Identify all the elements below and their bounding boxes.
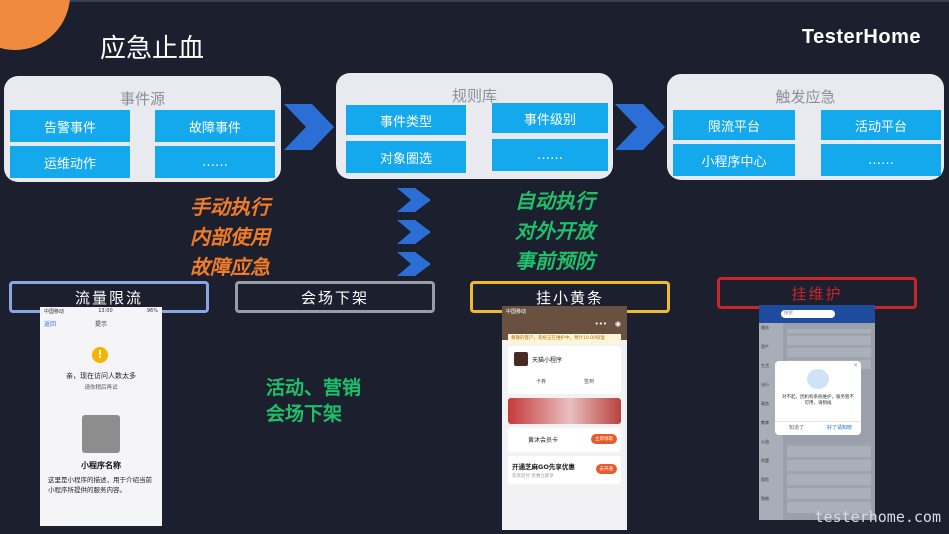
cell-rate-limit-platform: 限流平台 — [673, 110, 795, 140]
back-button[interactable]: 返回 — [44, 321, 57, 328]
slide-title: 应急止血 — [100, 34, 205, 64]
retry-message: 请你稍后再试 — [84, 385, 118, 391]
more-icon[interactable]: ••• — [594, 320, 607, 328]
phone-yellow-bar: 中国移动 ◉ ••• 尊敬的客户，系统正在维护中，预计10:00恢复 天猫小程序… — [502, 306, 627, 530]
cell-alarm-event: 告警事件 — [10, 110, 130, 142]
service-list — [787, 443, 871, 513]
member-card: 黄沐会员卡 立即领取 — [508, 428, 621, 452]
cell-event-type: 事件类型 — [346, 105, 466, 135]
cell-activity-platform: 活动平台 — [821, 110, 941, 140]
annotation-line: 自动执行 — [515, 189, 595, 213]
cell-ops-action: 运维动作 — [10, 146, 130, 178]
app-header: 搜索 — [759, 305, 875, 323]
tag-venue-takedown: 会场下架 — [235, 281, 435, 313]
app-description: 这里是小程序的描述，用于介绍当前小程序所提供的服务内容。 — [48, 476, 152, 494]
claim-button[interactable]: 立即领取 — [591, 434, 617, 444]
annotation-line: 对外开放 — [515, 219, 595, 243]
busy-message: 亲，现在访问人数太多 — [66, 372, 136, 380]
app-card: 天猫小程序 卡券 签到 — [508, 346, 621, 394]
close-icon[interactable]: × — [852, 362, 858, 369]
chevron-right-icon — [284, 104, 334, 150]
annotation-line: 故障应急 — [190, 255, 270, 279]
maintenance-popup: × 对不起，因机构系统维护，服务暂不可用，请稍候 知道了 好了请知晓 — [775, 361, 861, 435]
notice-bar: 尊敬的客户，系统正在维护中，预计10:00恢复 — [508, 334, 621, 344]
chevron-right-icon — [397, 220, 431, 244]
top-border — [0, 0, 949, 2]
popup-buttons: 知道了 好了请知晓 — [775, 421, 861, 435]
checkin-button[interactable]: 签到 — [584, 379, 595, 385]
annotation-line: 会场下架 — [266, 403, 343, 425]
cell-fault-event: 故障事件 — [155, 110, 275, 142]
chevron-right-icon — [397, 188, 431, 212]
auto-annotation: 自动执行 对外开放 事前预防 — [515, 186, 595, 276]
close-icon[interactable]: ◉ — [614, 320, 621, 328]
annotation-line: 事前预防 — [515, 249, 595, 273]
panel-title: 事件源 — [119, 90, 165, 108]
corner-decoration — [0, 0, 70, 50]
annotation-line: 手动执行 — [190, 195, 270, 219]
banner-image — [508, 398, 621, 424]
annotation-line: 活动、营销 — [266, 377, 362, 399]
activate-button[interactable]: 去开通 — [595, 464, 617, 474]
coupon-button[interactable]: 卡券 — [536, 379, 547, 385]
warning-icon: ! — [92, 347, 108, 363]
nav-bar: 返回 提示 — [40, 317, 162, 329]
panel-title: 规则库 — [451, 87, 497, 105]
promo-card: 开通芝麻GO先享优惠 先享后付 优惠立即享 去开通 — [508, 456, 621, 484]
app-logo — [514, 352, 528, 366]
confirm-button[interactable]: 好了请知晓 — [826, 425, 852, 431]
phone-maintenance: 搜索 服务 资产 生活 出行 政务 教育 公益 财富 保险 购物 × 对不起，因… — [759, 305, 875, 520]
status-bar: 中国移动 13:00 96% — [44, 308, 158, 315]
activity-annotation: 活动、营销 会场下架 — [266, 375, 361, 427]
cell-more: …… — [821, 144, 941, 176]
brand-logo: TesterHome — [801, 26, 921, 48]
cell-mini-program-center: 小程序中心 — [673, 144, 795, 176]
watermark: testerhome.com — [814, 508, 941, 526]
panel-event-source: 事件源 告警事件 故障事件 运维动作 …… — [4, 76, 281, 182]
chevron-right-icon — [397, 252, 431, 276]
cell-object-select: 对象圈选 — [346, 141, 466, 173]
app-icon-placeholder — [82, 415, 120, 453]
maintenance-illustration-icon — [807, 369, 829, 389]
cell-event-level: 事件级别 — [492, 103, 608, 133]
app-name: 小程序名称 — [81, 461, 121, 470]
annotation-line: 内部使用 — [190, 225, 270, 249]
cell-more: …… — [155, 146, 275, 178]
manual-annotation: 手动执行 内部使用 故障应急 — [190, 192, 270, 282]
cell-more: …… — [492, 139, 608, 171]
app-title: 天猫小程序 — [532, 357, 563, 364]
panel-rule-library: 规则库 事件类型 事件级别 对象圈选 …… — [336, 73, 613, 179]
popup-message: 对不起，因机构系统维护，服务暂不可用，请稍候 — [782, 395, 854, 406]
phone-rate-limit: 中国移动 13:00 96% 返回 提示 ! 亲，现在访问人数太多 请你稍后再试… — [40, 307, 162, 526]
nav-title: 提示 — [94, 321, 107, 328]
dismiss-button[interactable]: 知道了 — [788, 425, 804, 431]
panel-title: 触发应急 — [775, 88, 836, 106]
panel-trigger-emergency: 触发应急 限流平台 活动平台 小程序中心 …… — [667, 74, 944, 180]
search-field[interactable]: 搜索 — [781, 310, 835, 318]
chevron-right-icon — [615, 104, 665, 150]
